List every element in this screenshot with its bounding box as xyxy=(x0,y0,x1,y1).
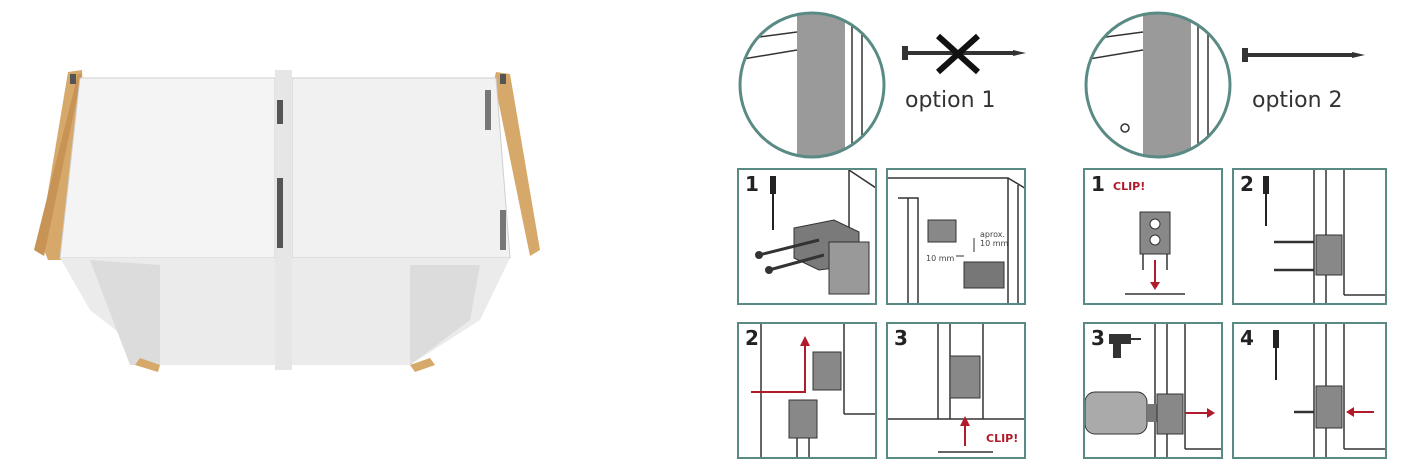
option1-label: option 1 xyxy=(905,88,996,113)
panel-opt2-step2: 2 xyxy=(1232,168,1387,305)
measure-vertical-label: aprox.10 mm xyxy=(980,230,1009,248)
option2-label: option 2 xyxy=(1252,88,1343,113)
panel-opt2-step4: 4 xyxy=(1232,322,1387,459)
panel-opt2-step1: 1 CLIP! xyxy=(1083,168,1223,305)
clip-label: CLIP! xyxy=(986,432,1019,445)
screw-crossed-icon xyxy=(898,28,1028,78)
step-number: 1 xyxy=(1091,172,1105,196)
step-number: 3 xyxy=(894,326,908,350)
step-number: 3 xyxy=(1091,326,1105,350)
clip-label: CLIP! xyxy=(1113,180,1146,193)
detail-circle-option1 xyxy=(737,10,887,160)
cabinet-illustration xyxy=(30,60,550,380)
measure-horizontal-label: 10 mm xyxy=(926,254,955,263)
panel-opt1-measure: aprox.10 mm 10 mm xyxy=(886,168,1026,305)
step-number: 2 xyxy=(1240,172,1254,196)
step-number: 2 xyxy=(745,326,759,350)
detail-circle-option2 xyxy=(1083,10,1233,160)
panel-opt2-step3: 3 xyxy=(1083,322,1223,459)
step-number: 1 xyxy=(745,172,759,196)
step-number: 4 xyxy=(1240,326,1254,350)
panel-opt1-step2: 2 xyxy=(737,322,877,459)
panel-opt1-step3: 3 CLIP! xyxy=(886,322,1026,459)
panel-opt1-step1: 1 xyxy=(737,168,877,305)
screw-icon xyxy=(1240,40,1370,70)
